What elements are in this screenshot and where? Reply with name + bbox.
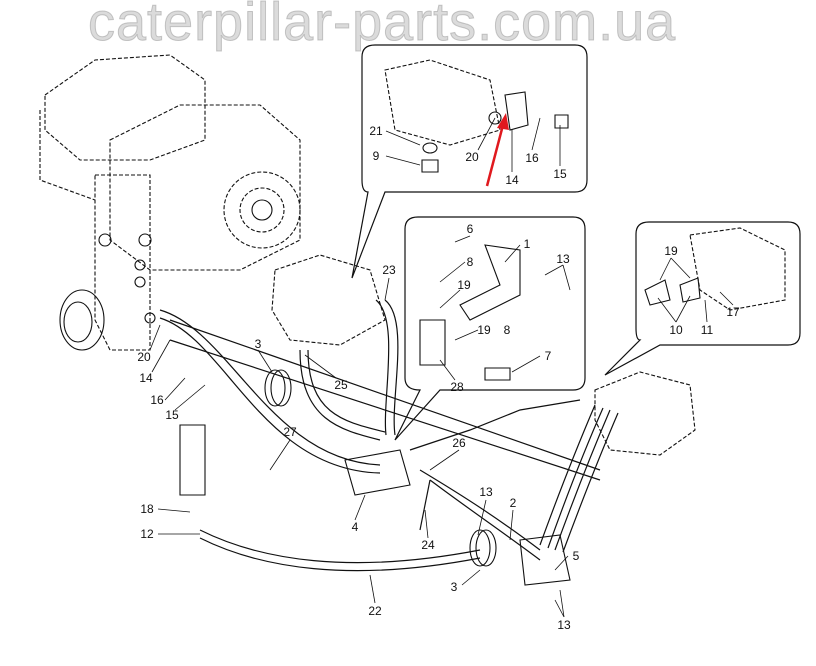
callout-label: 3 [254,337,262,351]
callout-label: 18 [140,502,154,516]
callout-label: 8 [466,255,474,269]
hoses [159,299,619,572]
inset-parts [384,59,786,311]
callout-label: 16 [525,151,539,165]
callout-label: 14 [505,173,519,187]
main-pump-drawing [39,54,301,351]
callout-label: 16 [150,393,164,407]
callout-label: 8 [503,323,511,337]
callout-label: 15 [553,167,567,181]
leader-lines [149,117,734,618]
callout-label: 7 [544,349,552,363]
callout-label: 6 [466,222,474,236]
inset-frames [351,44,801,441]
callout-label: 19 [457,278,471,292]
callout-label: 3 [450,580,458,594]
callout-label: 11 [700,323,714,337]
callout-label: 10 [669,323,683,337]
callout-label: 2 [509,496,517,510]
callout-label: 4 [351,520,359,534]
callout-label: 25 [334,378,348,392]
callout-label: 23 [382,263,396,277]
callout-label: 1 [523,237,531,251]
callout-label: 24 [421,538,435,552]
center-pump-drawing [271,254,386,346]
fittings [179,369,571,586]
red-arrow [485,113,509,187]
callout-label: 9 [372,149,380,163]
callout-label: 17 [726,305,740,319]
callout-label: 15 [165,408,179,422]
callout-label: 21 [369,124,383,138]
callout-label: 14 [139,371,153,385]
right-pump-drawing [594,371,696,456]
pump-details [59,199,273,351]
callout-label: 5 [572,549,580,563]
callout-label: 27 [283,425,297,439]
callout-label: 13 [557,618,571,632]
callout-label: 13 [479,485,493,499]
callout-label: 13 [556,252,570,266]
callout-label: 26 [452,436,466,450]
callout-label: 19 [664,244,678,258]
callout-label: 22 [368,604,382,618]
callout-label: 20 [465,150,479,164]
callout-label: 12 [140,527,154,541]
watermark: caterpillar-parts.com.ua [87,0,677,52]
callout-label: 20 [137,350,151,364]
callout-label: 28 [450,380,464,394]
callout-label: 19 [477,323,491,337]
inset-part-details [419,91,701,381]
